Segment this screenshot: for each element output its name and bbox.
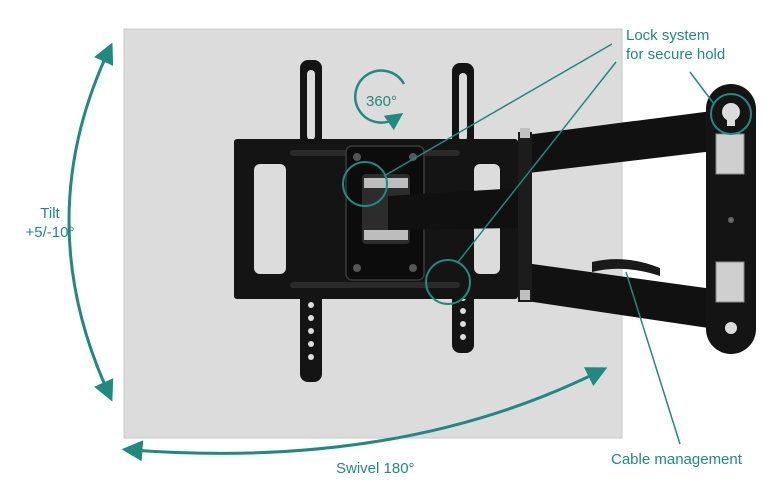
swivel-arrow-icon [121,367,608,462]
rotation-arrow-icon [354,69,406,131]
lock-callout-circle-bracket [425,259,471,305]
tilt-label: Tilt +5/-10° [22,204,78,242]
lock-callout-circle-wall [710,93,752,135]
lock-leader-line-1 [383,43,613,177]
cable-management-label: Cable management [611,451,742,468]
tilt-label-line1: Tilt [40,205,60,222]
lock-label-line1: Lock system [626,27,710,44]
lock-leader-line-3 [689,71,715,105]
cable-clip [592,259,660,276]
tilt-arrow-icon [67,42,114,402]
swing-arm [388,110,722,330]
wall-plate [706,84,756,354]
rotation-label: 360° [366,93,398,110]
lock-system-label: Lock system for secure hold [626,26,725,64]
lock-leader-line-2 [457,61,617,263]
tilt-label-line2: +5/-10° [25,224,75,241]
swivel-label: Swivel 180° [336,460,415,477]
lock-callout-circle-center [342,161,388,207]
lock-label-line2: for secure hold [626,46,726,63]
cable-leader-line [625,271,681,445]
